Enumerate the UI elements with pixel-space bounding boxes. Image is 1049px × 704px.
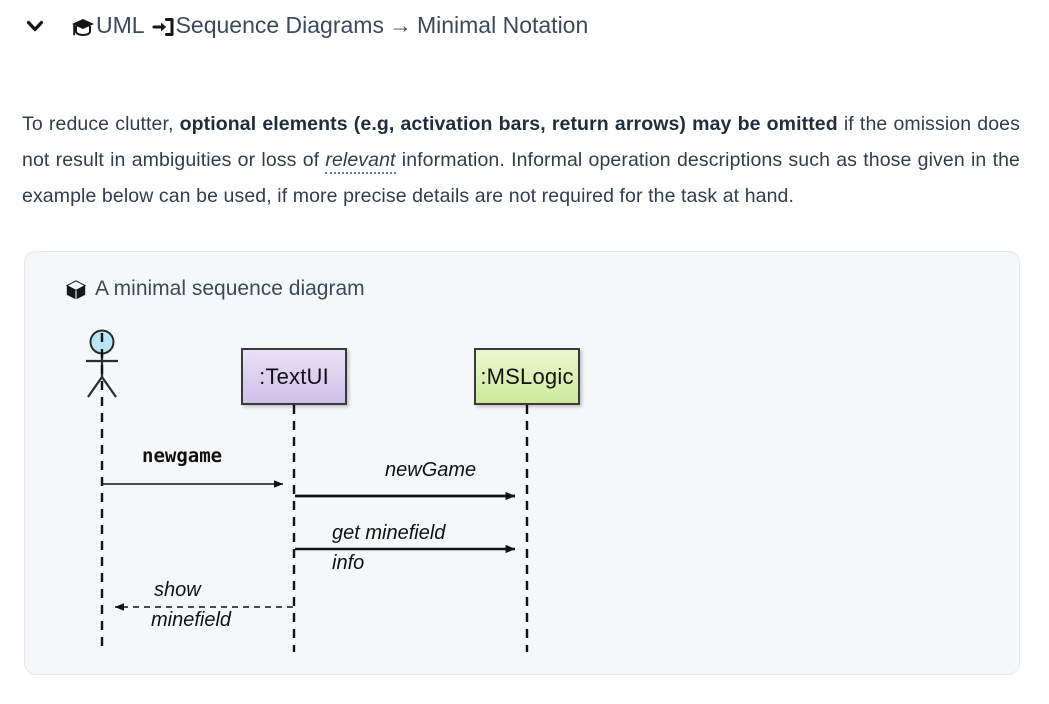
arrow-into-bracket-icon	[150, 14, 176, 40]
intro-paragraph: To reduce clutter, optional elements (e.…	[22, 106, 1020, 214]
paragraph-mid: if the omission does not result in ambig…	[22, 112, 1020, 171]
message-label-newgame: newgame	[142, 445, 223, 467]
paragraph-bold: optional elements (e.g, activation bars,…	[179, 112, 838, 135]
graduation-cap-icon	[70, 14, 96, 40]
message-label-get-minefield-line2: info	[332, 552, 365, 574]
message-label-newGame: newGame	[385, 459, 477, 481]
title-segment-uml: UML	[96, 12, 145, 38]
paragraph-lead: To reduce clutter,	[22, 112, 180, 135]
participant-label-mslogic: :MSLogic	[480, 363, 574, 389]
glossary-term-relevant[interactable]: relevant	[325, 148, 396, 174]
title-segment-minimal-notation: Minimal Notation	[416, 12, 589, 38]
paragraph-tail: information. Informal operation descript…	[22, 148, 1020, 207]
diagram-caption-text: A minimal sequence diagram	[95, 277, 365, 300]
message-label-show-minefield-line1: show	[154, 579, 201, 601]
diagram-caption: A minimal sequence diagram	[65, 277, 365, 301]
page-title: UML Sequence Diagrams → Minimal Notation	[22, 12, 588, 40]
chevron-down-icon[interactable]	[22, 13, 48, 39]
sequence-diagram: :TextUI :MSLogic	[25, 252, 1021, 676]
title-segment-sequence-diagrams: Sequence Diagrams	[175, 12, 384, 38]
message-label-show-minefield-line2: minefield	[151, 609, 232, 631]
participant-box-mslogic[interactable]: :MSLogic	[474, 348, 580, 405]
title-separator: →	[388, 12, 412, 38]
box-icon	[65, 279, 87, 301]
sequence-lines-layer	[100, 333, 529, 652]
participant-box-textui[interactable]: :TextUI	[241, 348, 347, 405]
message-label-get-minefield-line1: get minefield	[332, 522, 446, 544]
participant-label-textui: :TextUI	[259, 363, 329, 389]
diagram-panel: A minimal sequence diagram :TextUI :MSLo…	[24, 251, 1020, 675]
